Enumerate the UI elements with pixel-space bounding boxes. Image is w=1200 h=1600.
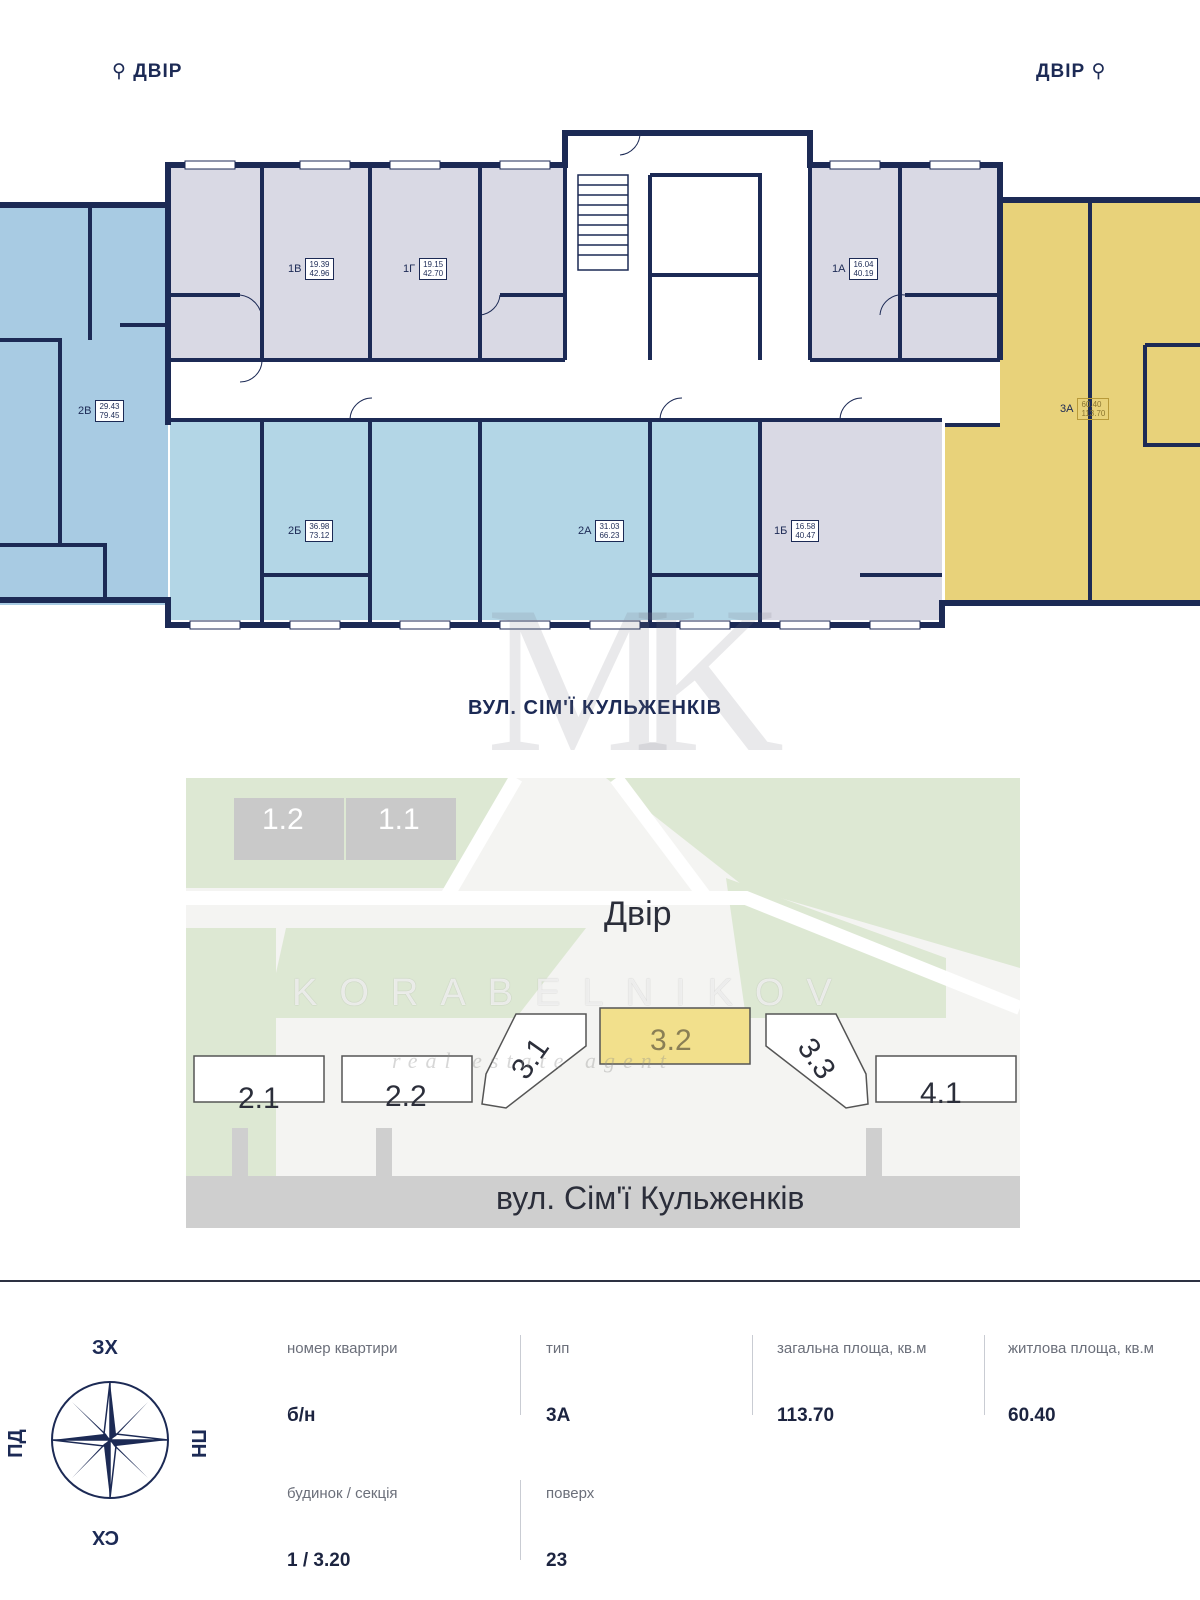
building-section-label: будинок / секція <box>287 1485 398 1502</box>
total-area: 79.45 <box>99 411 120 420</box>
type-label: тип <box>546 1340 570 1357</box>
building-3-3 <box>765 1013 869 1109</box>
total-area: 40.19 <box>853 269 874 278</box>
apartment-3a-lower-fill <box>945 425 1005 605</box>
living-area: 36.98 <box>309 522 330 531</box>
living-area: 19.15 <box>423 260 444 269</box>
living-area: 16.58 <box>795 522 816 531</box>
building-2-1 <box>193 1055 325 1103</box>
info-divider <box>520 1335 521 1415</box>
floor-label: поверх <box>546 1485 595 1502</box>
info-separator <box>0 1280 1200 1282</box>
compass-label-left: ПД <box>4 1429 27 1458</box>
living-area: 16.04 <box>853 260 874 269</box>
yard-label-left: ⚲ ДВІР <box>112 61 183 82</box>
building-2-2 <box>341 1055 473 1103</box>
yard-label-right: ДВІР ⚲ <box>1036 61 1107 82</box>
apartment-1v-1g-fill <box>170 165 565 360</box>
living-area: 31.03 <box>599 522 620 531</box>
section-label-2-2: 2.2 <box>385 1080 427 1113</box>
total-area: 42.96 <box>309 269 330 278</box>
compass-label-top: ЗХ <box>92 1337 118 1359</box>
apartment-number-label: номер квартири <box>287 1340 398 1357</box>
building-1-2 <box>234 798 344 860</box>
total-area: 113.70 <box>1081 409 1106 418</box>
total-area: 66.23 <box>599 531 620 540</box>
total-area-value: 113.70 <box>777 1405 835 1426</box>
total-area: 42.70 <box>423 269 444 278</box>
building-3-1 <box>481 1013 587 1109</box>
site-yard-label: Двір <box>604 895 672 933</box>
watermark-brand: KORABELNIKOV <box>292 972 854 1014</box>
living-area: 60.40 <box>1081 400 1102 409</box>
section-label-1-2: 1.2 <box>262 803 304 836</box>
living-area-value: 60.40 <box>1008 1405 1056 1426</box>
living-area: 29.43 <box>99 402 120 411</box>
compass-label-right: ПН <box>186 1429 209 1458</box>
watermark-logo: MK <box>486 564 784 796</box>
type-value: 3А <box>546 1405 571 1426</box>
tree-icon: ⚲ <box>1091 61 1107 82</box>
site-street-label: вул. Сім'ї Кульженків <box>496 1180 805 1216</box>
building-section-value: 1 / 3.20 <box>287 1550 351 1571</box>
road <box>186 1176 1020 1228</box>
park-area-mid-left <box>266 928 586 1018</box>
floor-value: 23 <box>546 1550 568 1571</box>
corridor-fill <box>170 360 1000 420</box>
info-divider <box>520 1480 521 1560</box>
building-4-1 <box>875 1055 1017 1103</box>
total-area-label: загальна площа, кв.м <box>777 1340 927 1357</box>
park-area-top-right <box>606 778 1020 968</box>
section-label-3-2: 3.2 <box>650 1024 692 1057</box>
living-area-label: житлова площа, кв.м <box>1008 1340 1154 1357</box>
info-divider <box>752 1335 753 1415</box>
tree-icon: ⚲ <box>112 61 127 82</box>
site-map <box>186 778 1020 1228</box>
building-1-1 <box>346 798 456 860</box>
floor-plan-street-label: ВУЛ. СІМ'Ї КУЛЬЖЕНКІВ <box>468 697 723 719</box>
living-area: 19.39 <box>309 260 330 269</box>
apartment-2v-fill <box>0 205 168 605</box>
section-label-2-1: 2.1 <box>238 1082 280 1115</box>
compass-label-bottom: СХ <box>92 1526 120 1548</box>
floor-plan <box>0 130 1200 630</box>
apartment-3a-fill <box>1000 200 1200 600</box>
section-label-1-1: 1.1 <box>378 803 420 836</box>
total-area: 73.12 <box>309 531 330 540</box>
section-label-4-1: 4.1 <box>920 1077 962 1110</box>
compass-rose-icon <box>51 1381 169 1499</box>
info-divider <box>984 1335 985 1415</box>
watermark-subtitle: real estate agent <box>392 1048 674 1073</box>
apartment-1a-fill <box>810 165 1000 360</box>
total-area: 40.47 <box>795 531 816 540</box>
apartment-number-value: б/н <box>287 1405 316 1426</box>
building-3-2 <box>599 1007 751 1065</box>
